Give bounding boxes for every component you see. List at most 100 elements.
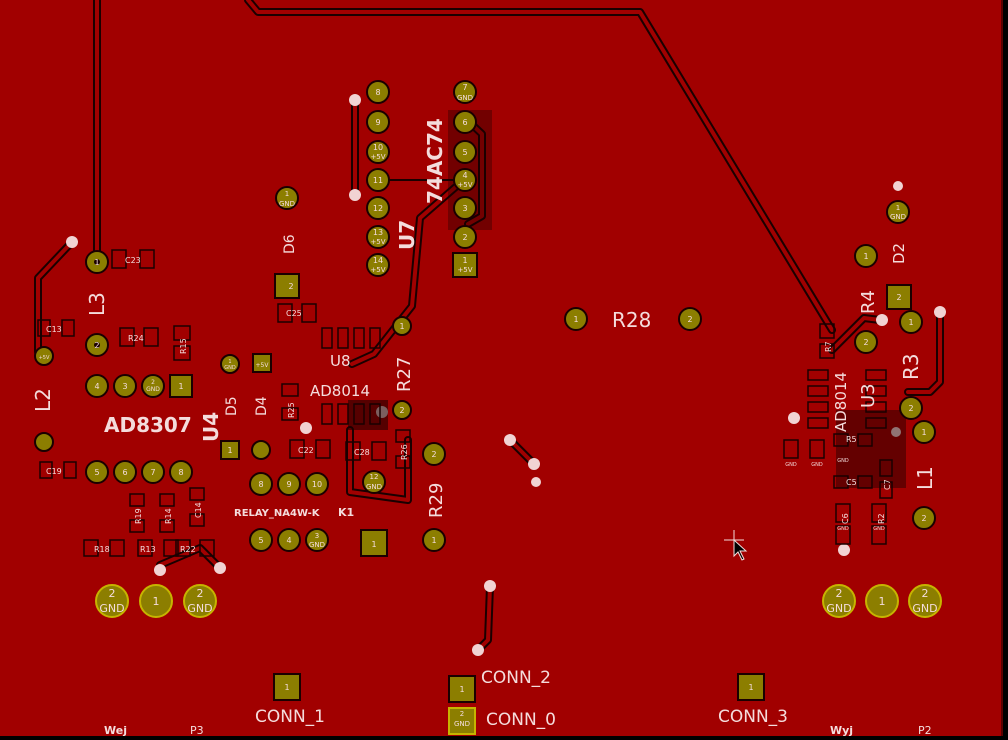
pad[interactable] [886, 284, 912, 310]
svg-text:1: 1 [921, 428, 926, 437]
pad[interactable] [366, 168, 390, 192]
pad[interactable] [305, 472, 329, 496]
pad[interactable] [865, 584, 899, 618]
pad[interactable] [251, 440, 271, 460]
pad[interactable] [912, 420, 936, 444]
pad[interactable] [141, 374, 165, 398]
pad[interactable] [34, 432, 54, 452]
pad[interactable] [360, 529, 388, 557]
svg-text:1: 1 [431, 536, 436, 545]
pad[interactable] [113, 460, 137, 484]
svg-text:1: 1 [371, 540, 376, 549]
label-l3: L3 [85, 292, 109, 316]
pad[interactable] [85, 460, 109, 484]
pad[interactable] [366, 140, 390, 164]
pad[interactable] [34, 346, 54, 366]
label-p3: P3 [190, 724, 204, 737]
pad[interactable] [737, 673, 765, 701]
pad[interactable] [277, 472, 301, 496]
svg-text:2: 2 [908, 404, 913, 413]
svg-text:2: 2 [94, 341, 99, 350]
pad[interactable] [453, 110, 477, 134]
pad[interactable] [274, 273, 300, 299]
pad[interactable] [366, 253, 390, 277]
label-d4: D4 [254, 396, 270, 416]
pad[interactable] [678, 307, 702, 331]
svg-text:2: 2 [836, 587, 843, 600]
label-ad8014-left: AD8014 [310, 382, 370, 400]
pad[interactable] [453, 80, 477, 104]
pad[interactable] [85, 333, 109, 357]
label-r29: R29 [426, 483, 447, 518]
svg-text:2: 2 [151, 379, 155, 386]
pad[interactable] [422, 442, 446, 466]
pad[interactable] [249, 528, 273, 552]
label-conn-0: CONN_0 [486, 710, 556, 730]
pad[interactable] [452, 252, 478, 278]
pad[interactable] [366, 196, 390, 220]
pad[interactable] [169, 374, 193, 398]
pad[interactable] [899, 396, 923, 420]
pad[interactable] [908, 584, 942, 618]
pad[interactable] [912, 506, 936, 530]
svg-text:GND: GND [454, 720, 470, 728]
svg-text:1: 1 [227, 446, 232, 455]
svg-text:R18: R18 [94, 545, 110, 554]
pad[interactable] [392, 400, 412, 420]
pad[interactable] [273, 673, 301, 701]
pad[interactable] [564, 307, 588, 331]
pad[interactable] [141, 460, 165, 484]
svg-text:GND: GND [890, 213, 906, 221]
svg-text:7: 7 [462, 83, 467, 92]
pad[interactable] [85, 250, 109, 274]
pad[interactable] [113, 374, 137, 398]
pad[interactable] [366, 80, 390, 104]
svg-text:GND: GND [99, 602, 124, 615]
pad[interactable] [453, 196, 477, 220]
component-refdes: C23 C13 R24 R15 C19 R19 R14 C14 R18 R13 … [46, 256, 892, 554]
svg-text:2: 2 [462, 233, 467, 242]
pad[interactable] [366, 110, 390, 134]
pad[interactable] [305, 528, 329, 552]
svg-text:3: 3 [462, 204, 467, 213]
pad[interactable] [277, 528, 301, 552]
pad[interactable] [366, 225, 390, 249]
pad[interactable] [169, 460, 193, 484]
pad-labels: 1 2 +5V 4 3 2 GND 1 5 6 7 8 2 GND 1 2 GN… [39, 83, 938, 728]
pad[interactable] [453, 168, 477, 192]
pad[interactable] [252, 353, 272, 373]
svg-text:C22: C22 [298, 446, 314, 455]
pad[interactable] [85, 374, 109, 398]
label-d2: D2 [890, 243, 908, 264]
ic-shadow-u3 [836, 410, 906, 488]
pad[interactable] [139, 584, 173, 618]
pad[interactable] [448, 675, 476, 703]
pad[interactable] [886, 200, 910, 224]
svg-text:9: 9 [286, 480, 291, 489]
through-hole-pads[interactable] [34, 80, 942, 735]
label-u4: U4 [199, 412, 223, 442]
pad[interactable] [854, 330, 878, 354]
svg-text:1: 1 [573, 315, 578, 324]
pad[interactable] [822, 584, 856, 618]
pad[interactable] [249, 472, 273, 496]
pad[interactable] [448, 707, 476, 735]
pad[interactable] [453, 225, 477, 249]
label-r4: R4 [858, 290, 879, 314]
pad[interactable] [422, 528, 446, 552]
pad[interactable] [220, 354, 240, 374]
pad[interactable] [362, 470, 386, 494]
pad[interactable] [95, 584, 129, 618]
pad[interactable] [899, 310, 923, 334]
pad[interactable] [275, 186, 299, 210]
pad[interactable] [453, 140, 477, 164]
svg-text:C19: C19 [46, 467, 62, 476]
pad[interactable] [854, 244, 878, 268]
pad[interactable] [183, 584, 217, 618]
pad[interactable] [220, 440, 240, 460]
svg-text:+5V: +5V [370, 266, 385, 274]
pad[interactable] [392, 316, 412, 336]
svg-text:8: 8 [258, 480, 263, 489]
